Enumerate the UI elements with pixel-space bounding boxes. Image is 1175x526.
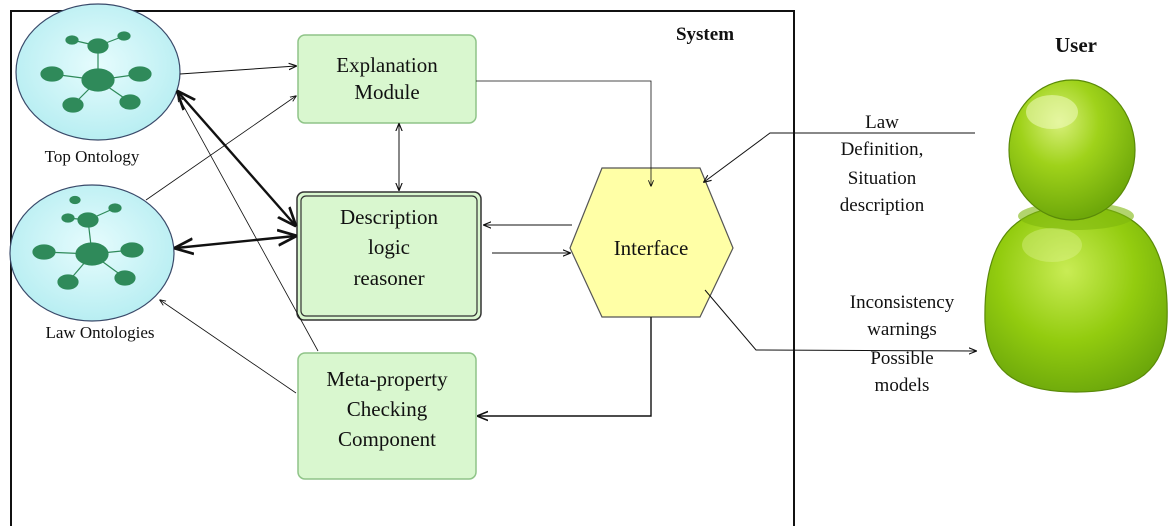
reasoner-label-1: Description	[340, 205, 438, 229]
top-ontology[interactable]	[15, 3, 181, 141]
output-annotation: Inconsistency warnings Possible models	[850, 292, 955, 396]
description-logic-reasoner[interactable]: Description logic reasoner	[296, 191, 482, 321]
input-annotation: Law Definition, Situation description	[840, 112, 925, 216]
svg-text:Law: Law	[865, 112, 899, 133]
interface-hexagon[interactable]: Interface	[569, 167, 734, 318]
user-title: User	[1055, 33, 1097, 57]
top-ontology-label: Top Ontology	[45, 147, 140, 166]
reasoner-label-3: reasoner	[353, 266, 424, 290]
system-boundary	[10, 10, 795, 526]
ontology-graph-icon	[40, 31, 152, 113]
svg-text:Inconsistency: Inconsistency	[850, 292, 955, 313]
meta-label-1: Meta-property	[326, 367, 448, 391]
svg-text:Definition,: Definition,	[841, 139, 924, 160]
svg-text:description: description	[840, 195, 925, 216]
ontology-graph-icon	[32, 195, 144, 290]
meta-property-checking-component[interactable]: Meta-property Checking Component	[297, 352, 477, 480]
svg-text:models: models	[875, 375, 930, 396]
meta-label-2: Checking	[347, 397, 428, 421]
svg-text:Situation: Situation	[848, 168, 917, 189]
law-ontologies-label: Law Ontologies	[45, 323, 154, 342]
interface-label: Interface	[614, 236, 689, 260]
reasoner-label-2: logic	[368, 235, 410, 259]
svg-text:warnings: warnings	[867, 319, 937, 340]
system-title: System	[676, 24, 734, 45]
explanation-module-label-1: Explanation	[336, 53, 438, 77]
meta-label-3: Component	[338, 427, 436, 451]
explanation-module[interactable]: Explanation Module	[297, 34, 477, 124]
connector-lines	[145, 66, 976, 416]
law-ontologies[interactable]	[9, 184, 175, 322]
svg-text:Possible: Possible	[870, 348, 933, 369]
user-icon[interactable]	[984, 79, 1168, 393]
explanation-module-label-2: Module	[354, 80, 419, 104]
